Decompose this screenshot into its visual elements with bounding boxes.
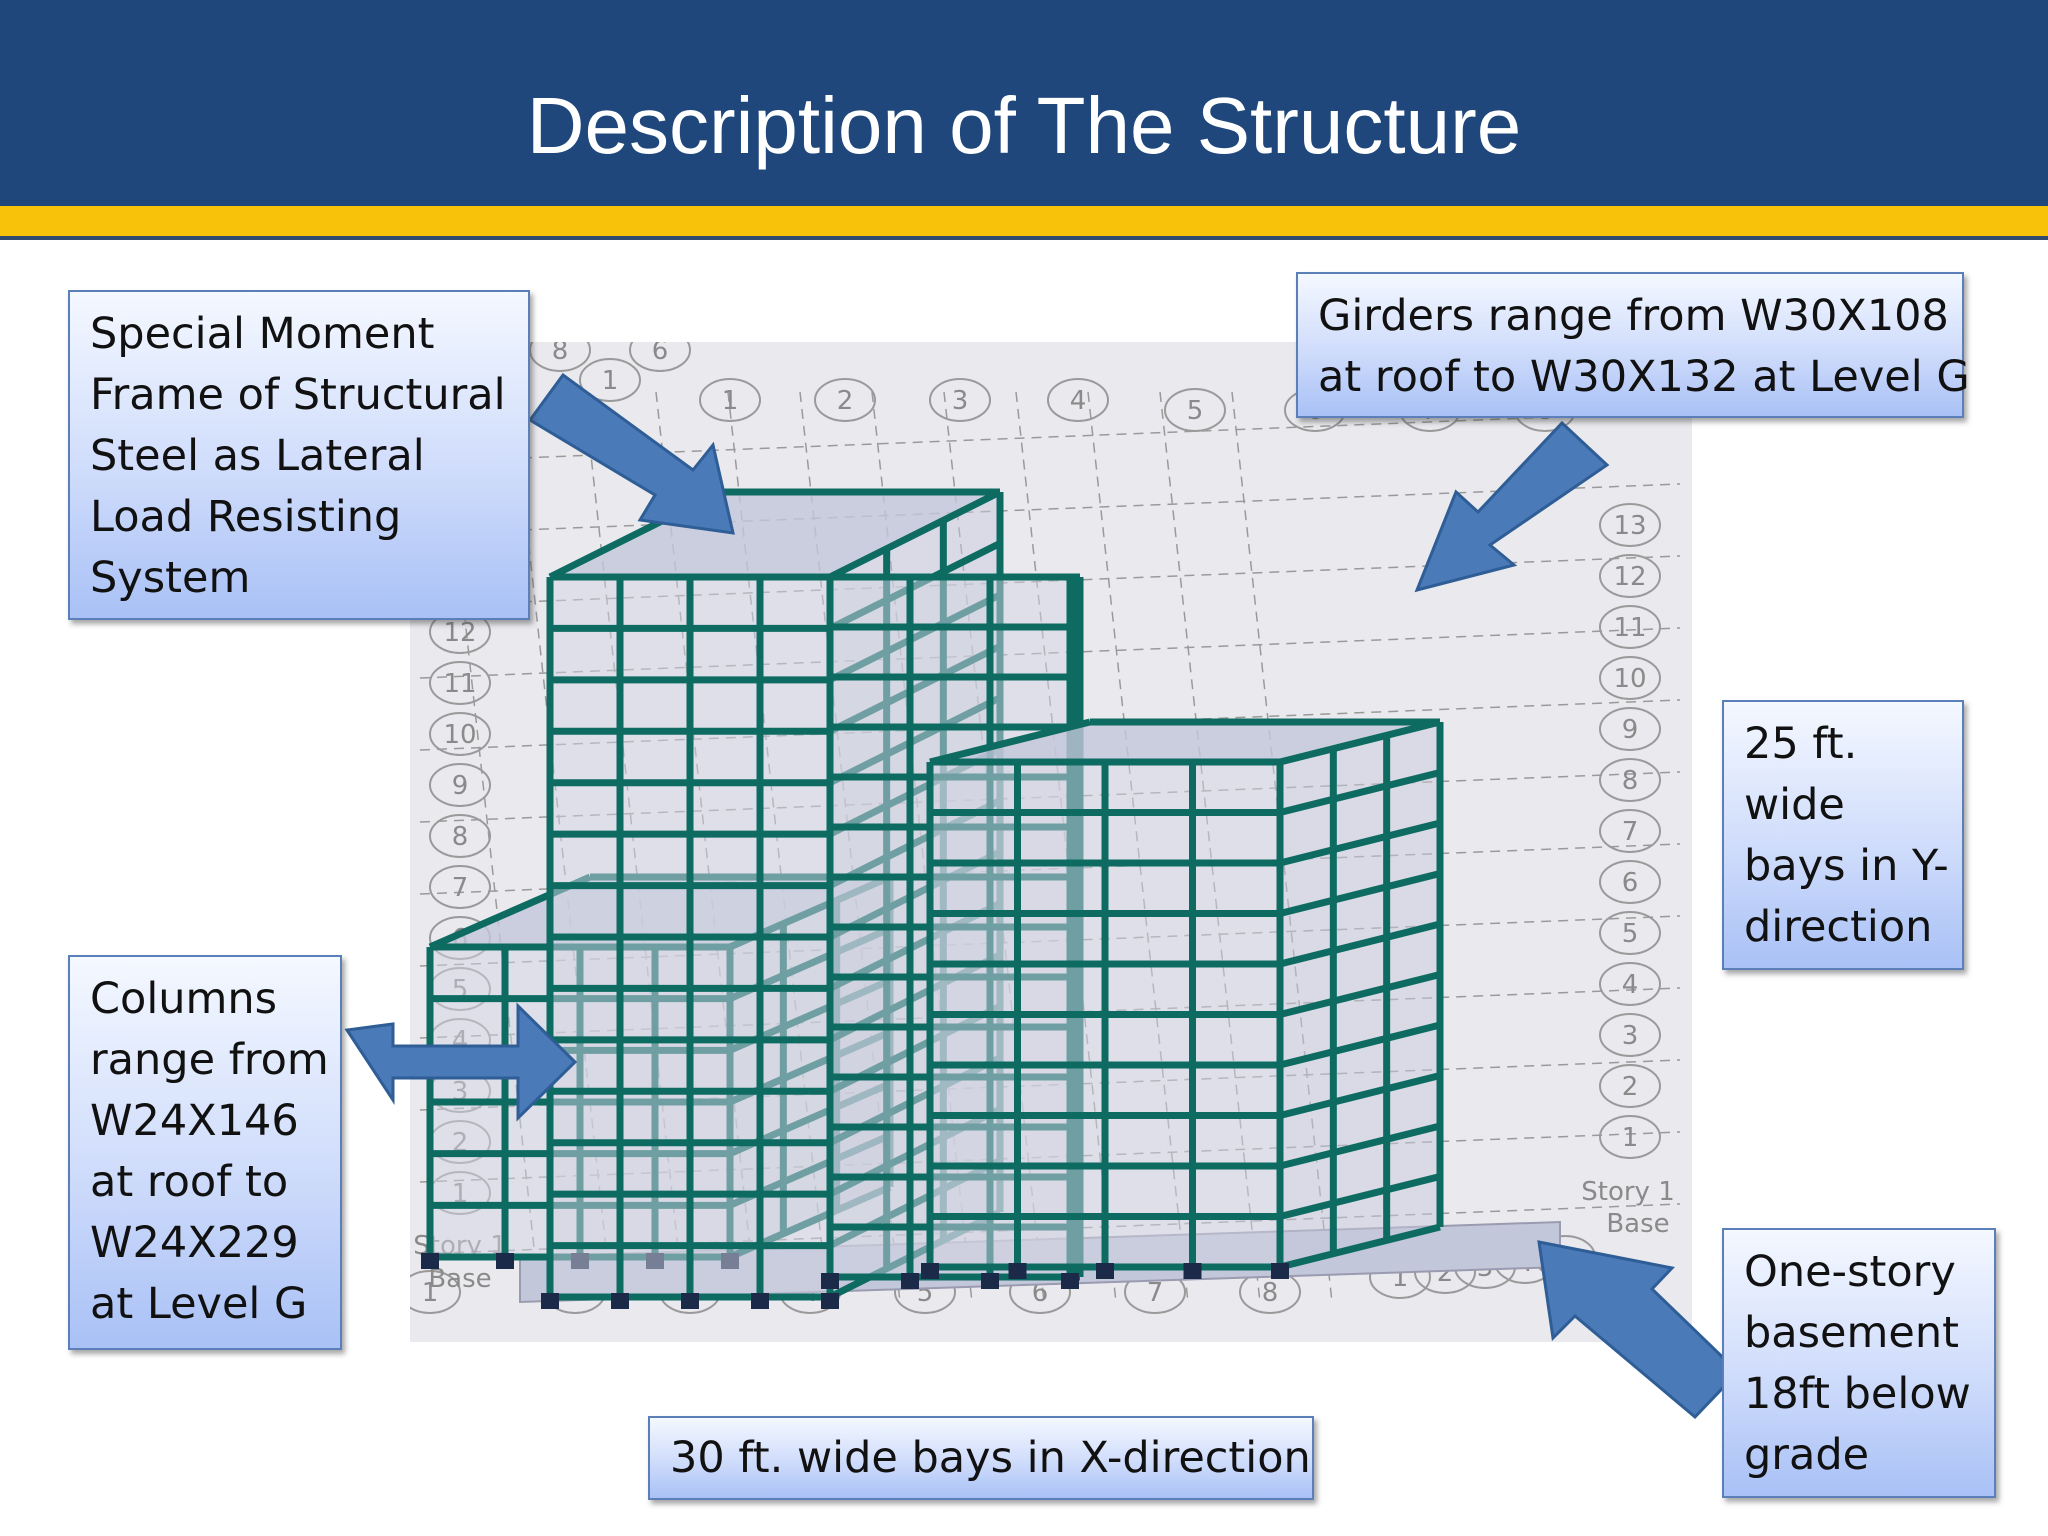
svg-text:5: 5: [1622, 919, 1639, 949]
svg-text:1: 1: [602, 366, 619, 396]
title-bar: Description of The Structure: [0, 0, 2048, 210]
callout-text-line: Load Resisting: [90, 492, 402, 542]
callout-text-line: grade: [1744, 1430, 1870, 1480]
svg-text:5: 5: [1187, 396, 1204, 426]
storey-bubble-right: 2: [1599, 1064, 1661, 1108]
callout-basement: One-story basement 18ft below grade: [1722, 1228, 1996, 1498]
svg-text:2: 2: [837, 386, 854, 416]
svg-text:8: 8: [452, 822, 469, 852]
grid-bubble-bottom: 1: [410, 1270, 461, 1314]
storey-bubble-right: 12: [1599, 554, 1661, 598]
svg-text:12: 12: [1613, 562, 1646, 592]
callout-text-line: direction: [1744, 902, 1933, 952]
svg-text:6: 6: [652, 342, 669, 366]
grid-bubble-top: 2: [814, 378, 876, 422]
frame-model-drawing: 8161234567812111098765432113121110987654…: [410, 342, 1681, 1314]
storey-bubble-right: 9: [1599, 707, 1661, 751]
right-wing-frame: [921, 718, 1444, 1279]
callout-moment-frame: Special Moment Frame of Structural Steel…: [68, 290, 530, 620]
callout-girders: Girders range from W30X108 at roof to W3…: [1296, 272, 1970, 418]
svg-text:1: 1: [722, 386, 739, 416]
callout-text-line: Columns: [90, 974, 278, 1024]
svg-text:2: 2: [1622, 1072, 1639, 1102]
callout-text-line: range from: [90, 1035, 329, 1085]
grid-bubble-top: 5: [1164, 388, 1226, 432]
callout-text-line: Steel as Lateral: [90, 431, 425, 481]
callout-text-line: 30 ft. wide bays in X-direction: [670, 1433, 1311, 1483]
svg-text:7: 7: [1622, 817, 1639, 847]
svg-text:3: 3: [1622, 1021, 1639, 1051]
svg-text:3: 3: [952, 386, 969, 416]
storey-bubble-right: 6: [1599, 860, 1661, 904]
callout-text-line: 25 ft.: [1744, 719, 1858, 769]
svg-text:9: 9: [1622, 715, 1639, 745]
callout-text-line: One-story: [1744, 1247, 1956, 1297]
svg-text:8: 8: [1262, 1278, 1279, 1308]
svg-text:Story 1: Story 1: [1581, 1177, 1675, 1207]
svg-text:10: 10: [443, 720, 476, 750]
svg-text:8: 8: [1622, 766, 1639, 796]
callout-text-line: at roof to W30X132 at Level G: [1318, 352, 1970, 402]
svg-text:10: 10: [1613, 664, 1646, 694]
svg-text:6: 6: [1622, 868, 1639, 898]
storey-bubble-right: 5: [1599, 911, 1661, 955]
callout-text-line: Girders range from W30X108: [1318, 291, 1949, 341]
svg-text:13: 13: [1613, 511, 1646, 541]
svg-text:1: 1: [422, 1278, 439, 1308]
storey-bubble-left: 12: [429, 610, 491, 654]
grid-bubble-top: 8: [529, 342, 591, 372]
svg-text:8: 8: [552, 342, 569, 366]
callout-text-line: basement: [1744, 1308, 1959, 1358]
callout-bays-x: 30 ft. wide bays in X-direction: [648, 1416, 1314, 1500]
storey-bubble-right: 10: [1599, 656, 1661, 700]
slide-title: Description of The Structure: [526, 81, 1522, 170]
grid-bubble-top: 6: [629, 342, 691, 372]
callout-text-line: W24X229: [90, 1218, 299, 1268]
storey-bubble-left: 11: [429, 661, 491, 705]
grid-bubble-top: 1: [699, 378, 761, 422]
callout-text-line: Frame of Structural: [90, 370, 506, 420]
callout-text-line: 18ft below: [1744, 1369, 1971, 1419]
storey-bubble-right: 1: [1599, 1115, 1661, 1159]
grid-bubble-top: 3: [929, 378, 991, 422]
storey-bubble-right: 11: [1599, 605, 1661, 649]
storey-bubble-left: 10: [429, 712, 491, 756]
storey-bubble-right: 4: [1599, 962, 1661, 1006]
callout-bays-y: 25 ft. wide bays in Y- direction: [1722, 700, 1964, 970]
svg-text:9: 9: [452, 771, 469, 801]
callout-text-line: System: [90, 553, 251, 603]
callout-text-line: wide: [1744, 780, 1845, 830]
svg-text:11: 11: [1613, 613, 1646, 643]
callout-columns: Columns range from W24X146 at roof to W2…: [68, 955, 342, 1350]
callout-text-line: at Level G: [90, 1279, 308, 1329]
callout-text-line: at roof to: [90, 1157, 289, 1207]
accent-stripe: [0, 206, 2048, 240]
storey-bubble-left: 9: [429, 763, 491, 807]
svg-text:11: 11: [443, 669, 476, 699]
structural-model-image: 8161234567812111098765432113121110987654…: [410, 342, 1692, 1342]
svg-text:4: 4: [1622, 970, 1639, 1000]
storey-bubble-left: 8: [429, 814, 491, 858]
storey-bubble-right: 13: [1599, 503, 1661, 547]
callout-text-line: W24X146: [90, 1096, 299, 1146]
storey-bubble-left: 7: [429, 865, 491, 909]
grid-bubble-top: 1: [579, 358, 641, 402]
storey-bubble-right: 7: [1599, 809, 1661, 853]
callout-text-line: Special Moment: [90, 309, 435, 359]
svg-text:7: 7: [452, 873, 469, 903]
storey-bubble-right: 8: [1599, 758, 1661, 802]
svg-text:12: 12: [443, 618, 476, 648]
svg-text:4: 4: [1070, 386, 1087, 416]
callout-text-line: bays in Y-: [1744, 841, 1949, 891]
svg-text:1: 1: [1622, 1123, 1639, 1153]
grid-bubble-top: 4: [1047, 378, 1109, 422]
svg-text:7: 7: [1147, 1278, 1164, 1308]
storey-bubble-right: 3: [1599, 1013, 1661, 1057]
svg-text:Base: Base: [1606, 1209, 1669, 1239]
